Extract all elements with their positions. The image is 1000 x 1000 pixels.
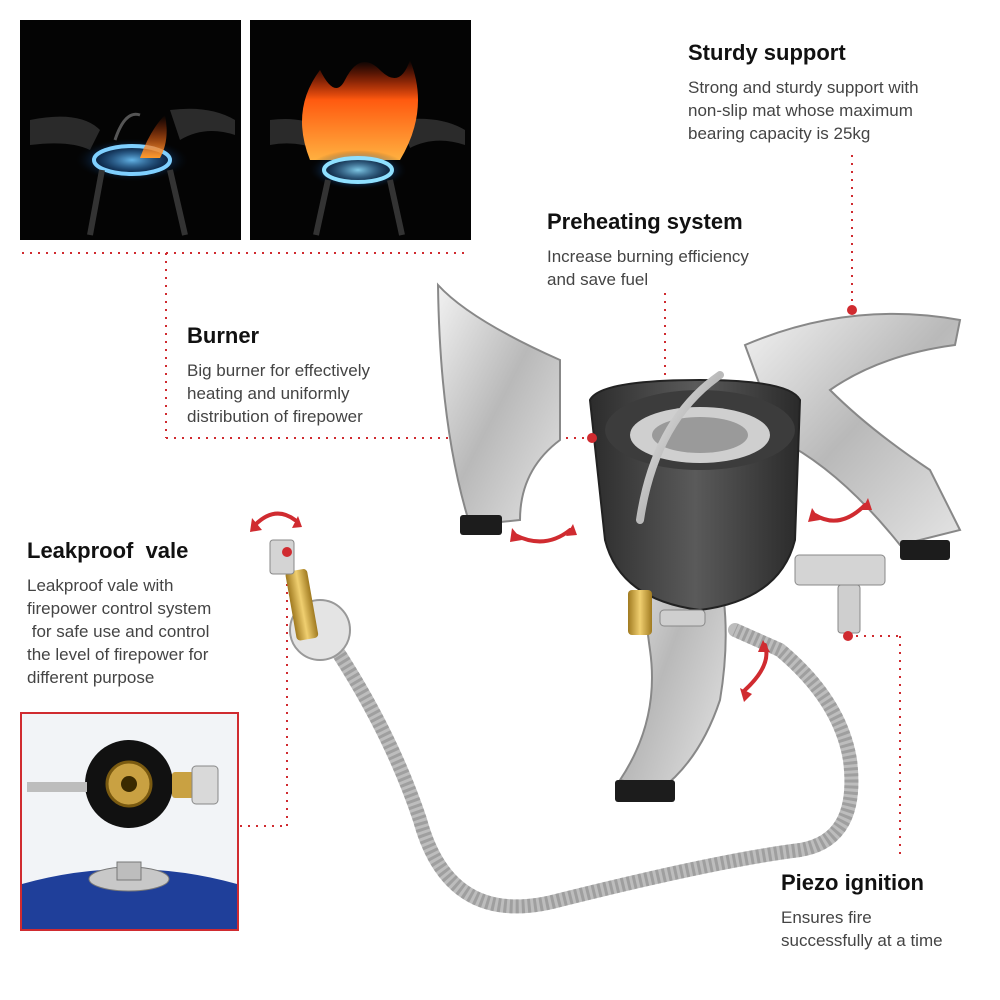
desc-line: for safe use and control xyxy=(27,622,210,641)
desc-line: successfully at a time xyxy=(781,931,943,950)
callout-title: Sturdy support xyxy=(688,40,846,65)
desc-line: different purpose xyxy=(27,668,155,687)
callout-description: Increase burning efficiency and save fue… xyxy=(547,245,749,291)
callout-piezo-ignition: Piezo ignition Ensures fire successfully… xyxy=(781,870,943,952)
desc-line: firepower control system xyxy=(27,599,212,618)
flame-photo-blue xyxy=(20,20,241,240)
rotate-arrows-icon xyxy=(253,503,867,692)
desc-line: bearing capacity is 25kg xyxy=(688,124,871,143)
desc-line: Big burner for effectively xyxy=(187,361,370,380)
flame-photo-orange xyxy=(250,20,471,240)
marker-dot-icons xyxy=(282,305,857,641)
callout-description: Strong and sturdy support with non-slip … xyxy=(688,76,919,145)
desc-line: Ensures fire xyxy=(781,908,872,927)
callout-description: Leakproof vale with firepower control sy… xyxy=(27,574,211,689)
callout-title: Burner xyxy=(187,323,260,348)
callout-description: Big burner for effectively heating and u… xyxy=(187,359,370,428)
callout-title: Preheating system xyxy=(547,209,743,234)
callout-description: Ensures fire successfully at a time xyxy=(781,906,943,952)
callout-title: Leakproof vale xyxy=(27,538,189,563)
desc-line: non-slip mat whose maximum xyxy=(688,101,913,120)
callout-title: Piezo ignition xyxy=(781,870,924,895)
desc-line: Strong and sturdy support with xyxy=(688,78,919,97)
callout-leakproof-valve: Leakproof vale Leakproof vale with firep… xyxy=(27,538,211,689)
desc-line: and save fuel xyxy=(547,270,649,289)
callout-preheating-system: Preheating system Increase burning effic… xyxy=(547,209,749,291)
callout-burner: Burner Big burner for effectively heatin… xyxy=(187,323,370,428)
desc-line: the level of firepower for xyxy=(27,645,209,664)
desc-line: distribution of firepower xyxy=(187,407,363,426)
valve-closeup-photo xyxy=(20,712,239,931)
desc-line: Leakproof vale with xyxy=(27,576,174,595)
desc-line: heating and uniformly xyxy=(187,384,350,403)
leader-lines xyxy=(22,155,901,860)
desc-line: Increase burning efficiency xyxy=(547,247,749,266)
callout-sturdy-support: Sturdy support Strong and sturdy support… xyxy=(688,40,919,145)
